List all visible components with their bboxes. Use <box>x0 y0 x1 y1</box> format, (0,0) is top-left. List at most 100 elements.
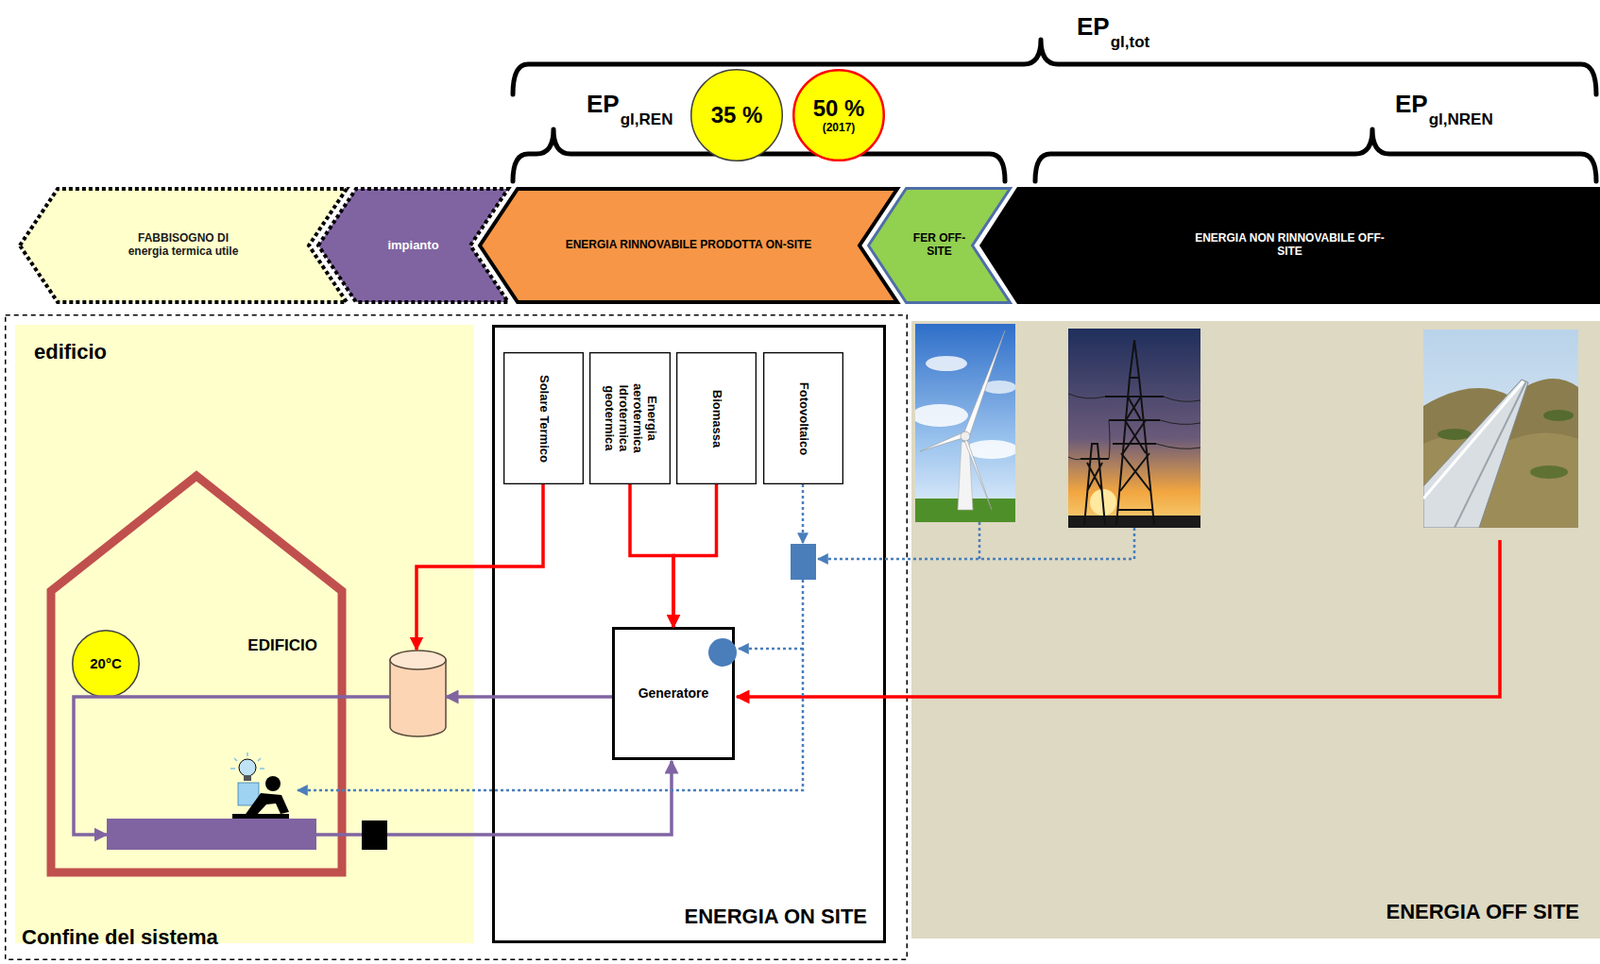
power-line-picture-part <box>1068 393 1201 460</box>
node-label: Generatore <box>638 685 710 701</box>
renewable-onsite-chevron: ENERGIA RINNOVABILE PRODOTTA ON-SITE <box>477 187 900 305</box>
wind-turbine-picture <box>915 323 1016 523</box>
source-box-shape <box>504 353 584 485</box>
target-circle: 50 %(2017) <box>792 68 886 162</box>
hydronic-circuit <box>73 697 672 835</box>
nonrenewable-chevron-shape <box>979 187 1600 305</box>
node-label: FABBISOGNO DI energia termica utile <box>117 232 250 259</box>
electric-input-dot <box>708 638 737 667</box>
formula-subscript: gl,NREN <box>1429 110 1494 130</box>
pipeline-picture-part <box>1530 465 1568 479</box>
node-label: ENERGIA ON SITE <box>683 904 868 929</box>
electricity-lines-part <box>801 484 805 544</box>
rotated-label: Biomassa <box>709 374 724 464</box>
demand-chevron-shape <box>19 188 347 303</box>
heat-supply-lines-part <box>736 540 1500 698</box>
node-label: edificio <box>34 340 107 364</box>
building-zone-outline <box>15 324 475 944</box>
temperature-circle: 20°C <box>71 629 140 698</box>
pipeline-picture <box>1423 329 1579 528</box>
source-box-shape <box>677 353 757 485</box>
onsite-panel: ENERGIA ON SITE Solare Termico Energia aer… <box>492 324 886 944</box>
occupant-icon-part <box>238 759 256 777</box>
storage-tank-part <box>390 650 446 670</box>
demand-chevron: FABBISOGNO DI energia termica utile <box>17 187 349 305</box>
formula-label: EP <box>586 90 620 120</box>
building-outline-shape <box>51 476 342 873</box>
inverter-symbol <box>790 544 817 580</box>
onsite-panel-shape <box>493 326 886 943</box>
node-label: 35 % <box>711 102 764 129</box>
nonrenewable-brace <box>1035 129 1597 182</box>
power-line-picture-part-part <box>1080 443 1109 526</box>
formula-label-holder: EP <box>1076 13 1110 42</box>
source-box: Biomassa <box>676 352 757 485</box>
occupant-icon-part <box>243 793 290 818</box>
formula-subscript-holder: gl,tot <box>1110 33 1151 52</box>
rotated-label: Solare Termico <box>536 374 551 464</box>
heat-supply-lines-part <box>416 484 544 650</box>
source-box: Solare Termico <box>503 352 584 485</box>
target-circle-shape <box>793 69 885 161</box>
heat-flow-connector <box>673 484 717 628</box>
power-line-picture <box>1068 328 1201 528</box>
node-label: Confine del sistema <box>21 925 219 950</box>
renewable-onsite-chevron-shape <box>479 188 898 303</box>
share-circle: 35 % <box>690 68 783 162</box>
wind-turbine-picture-part <box>960 431 971 442</box>
source-box: Fotovoltaico <box>763 352 844 485</box>
source-box-shape <box>764 353 844 485</box>
offsite-panel-shape <box>911 321 1600 939</box>
storage-tank <box>390 650 446 737</box>
node-label: FER OFF-SITE <box>906 232 973 259</box>
power-line-picture-part <box>1068 328 1201 528</box>
wind-turbine-picture-part <box>915 404 969 427</box>
rotated-label: Energia aerotermica Idrotermica geotermi… <box>601 374 659 464</box>
formula-label: EP <box>1076 13 1110 42</box>
power-line-picture-part-part <box>1118 396 1153 511</box>
source-box-shape <box>590 353 671 485</box>
power-line-picture-part-part <box>1068 393 1201 402</box>
node-label: (2017) <box>822 121 856 136</box>
node-label: 20°C <box>89 655 122 672</box>
formula-label-holder: EP <box>1395 90 1429 120</box>
wind-turbine-picture-part <box>963 438 992 511</box>
occupant-icon-part-part <box>259 767 265 770</box>
hydronic-circuit-part <box>73 697 391 835</box>
electricity-lines-part <box>817 527 1135 560</box>
power-line-picture-part-part <box>1116 377 1155 526</box>
node-label: ENERGIA OFF SITE <box>1385 900 1580 924</box>
occupant-icon-part-part <box>230 767 236 770</box>
heat-emitter <box>106 818 317 851</box>
pipeline-picture-part <box>1423 381 1524 499</box>
node-label: EDIFICIO <box>247 636 318 656</box>
power-line-picture-part <box>1080 340 1164 526</box>
occupant-icon-part <box>265 776 281 792</box>
electricity-lines-part <box>738 647 803 651</box>
brace-group <box>512 39 1597 182</box>
pipeline-picture-part <box>1423 379 1529 528</box>
nonrenewable-chevron: ENERGIA NON RINNOVABILE OFF-SITE <box>979 187 1600 305</box>
occupant-icon-part-part <box>246 752 249 757</box>
share-circle-shape <box>691 69 783 162</box>
node-label: ENERGIA NON RINNOVABILE OFF-SITE <box>1186 232 1395 259</box>
occupant-icon <box>230 752 290 819</box>
node-label: ENERGIA RINNOVABILE PRODOTTA ON-SITE <box>565 238 813 253</box>
electricity-lines-part <box>978 522 982 560</box>
heat-flow-connector <box>629 484 674 628</box>
power-line-picture-part-part <box>1129 340 1140 378</box>
building-outline: EDIFICIO 20°C <box>47 470 346 877</box>
formula-label-holder: EP <box>586 90 620 120</box>
formula-subscript: gl,tot <box>1110 33 1151 52</box>
pipeline-picture-part <box>1437 428 1472 441</box>
storage-tank-part <box>390 660 446 737</box>
wind-turbine-picture-part <box>963 330 1005 438</box>
occupant-icon-part-part <box>234 758 238 762</box>
electricity-lines <box>297 484 1135 791</box>
pipeline-picture-part <box>1423 329 1579 528</box>
rotated-label: Fotovoltaico <box>796 374 811 464</box>
hydronic-circuit-part <box>445 695 613 699</box>
node-label: impianto <box>387 238 439 254</box>
building-zone: edificioEDIFICIO 20°C <box>15 324 475 944</box>
connector-group <box>629 484 717 628</box>
